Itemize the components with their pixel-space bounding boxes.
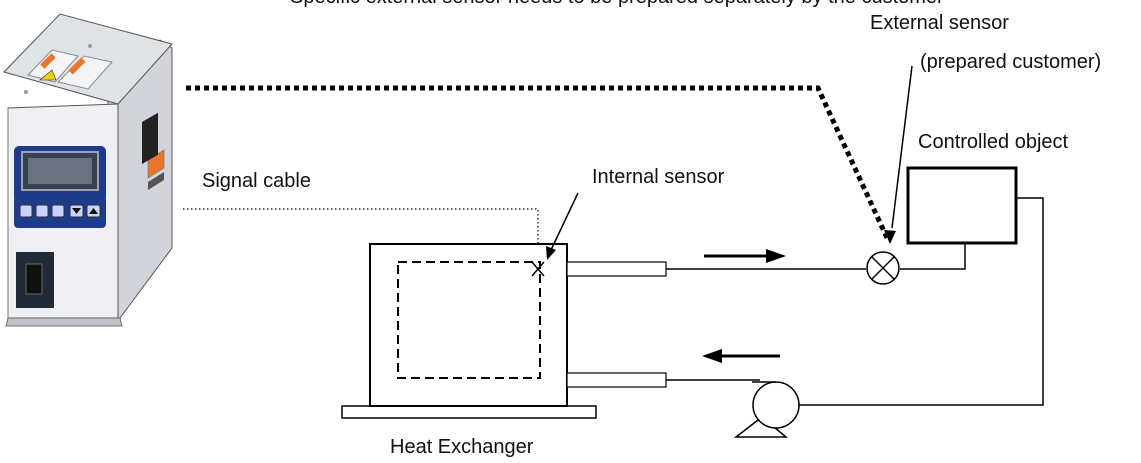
keypad-buttons [19, 204, 101, 218]
controlled-object-label: Controlled object [918, 131, 1069, 153]
inlet-pipe [566, 372, 667, 388]
pump-icon [733, 381, 800, 438]
prepared-customer-label: (prepared customer) [920, 51, 1102, 73]
internal-sensor-marker [531, 261, 545, 277]
controller-device [3, 13, 173, 327]
outlet-pipe [566, 261, 667, 277]
internal-coil [397, 261, 541, 379]
circulation-loop [666, 197, 1044, 406]
signal-cable-label: Signal cable [202, 170, 311, 192]
flow-arrow-return [702, 349, 780, 363]
external-sensor-label: External sensor [870, 12, 1009, 34]
controlled-object-box [906, 166, 1018, 245]
flow-arrow-forward [704, 249, 786, 263]
heat-exchanger-label: Heat Exchanger [390, 436, 534, 458]
external-sensor-symbol [866, 251, 900, 285]
top-note: Specific external sensor needs to be pre… [290, 0, 944, 9]
heat-exchanger [341, 243, 667, 419]
external-sensor-cable [186, 85, 891, 242]
internal-sensor-label: Internal sensor [592, 166, 725, 188]
warning-labels [24, 44, 113, 94]
